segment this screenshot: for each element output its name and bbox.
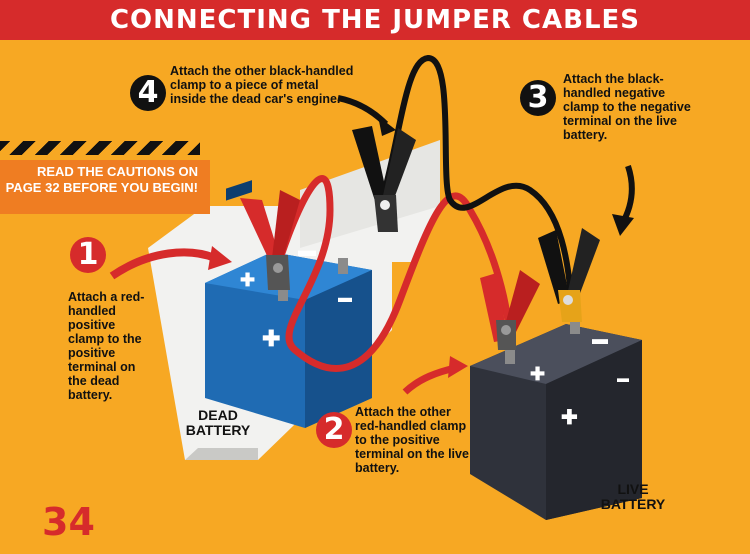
step-4-text: Attach the other black-handled clamp to … [170, 64, 354, 106]
engine-bay-panel-shade [185, 448, 258, 460]
page-title: CONNECTING THE JUMPER CABLES [109, 5, 641, 35]
red-clamp-live [480, 270, 540, 350]
live-battery-plus-icon: ✚ [530, 364, 545, 384]
dead-battery-negative-post [338, 258, 348, 274]
step-3-badge: 3 [520, 80, 556, 116]
dead-battery-side [305, 270, 372, 428]
step-2-text: Attach the other red-handled clamp to th… [355, 405, 469, 475]
step-1-badge: 1 [70, 237, 106, 273]
title-banner: CONNECTING THE JUMPER CABLES [0, 0, 750, 40]
live-battery-front-plus-icon: ✚ [561, 407, 578, 429]
live-battery-negative-post [570, 320, 580, 334]
live-battery-label: LIVE BATTERY [600, 481, 666, 512]
live-battery-top [470, 324, 642, 384]
black-clamp-engine [352, 126, 416, 232]
caution-stripes [0, 141, 200, 155]
dead-battery-plus-terminal-block [226, 180, 252, 201]
live-battery-front-minus-icon: ▬ [617, 371, 629, 385]
black-clamp-live [538, 228, 600, 322]
red-cable [268, 175, 514, 372]
dead-battery-label: DEAD BATTERY [185, 407, 251, 438]
red-clamp-dead [240, 190, 300, 290]
dead-battery-plus-icon: ✚ [240, 270, 255, 290]
live-battery-side [546, 340, 642, 520]
caution-box: READ THE CAUTIONS ON PAGE 32 BEFORE YOU … [0, 160, 210, 214]
dead-battery-front-plus-icon: ✚ [262, 326, 280, 351]
arrow-step-1 [109, 246, 232, 280]
live-battery-minus-icon: ▬ [592, 331, 608, 348]
dead-battery-front-minus-icon: ▬ [338, 289, 352, 305]
step-2-badge: 2 [316, 412, 352, 448]
step-1-text: Attach a red-handled positive clamp to t… [68, 290, 145, 402]
arrow-step-4 [337, 95, 396, 136]
dead-battery-minus-icon: ▬ [298, 240, 316, 260]
arrow-step-2 [402, 356, 468, 395]
arrow-step-3 [612, 165, 635, 236]
caution-text: READ THE CAUTIONS ON PAGE 32 BEFORE YOU … [5, 164, 198, 195]
step-4-badge: 4 [130, 75, 166, 111]
live-battery-positive-post [505, 346, 515, 364]
black-cable [379, 54, 575, 321]
page-number: 34 [42, 500, 95, 544]
dead-battery-positive-post [278, 283, 288, 301]
step-3-text: Attach the black-handled negative clamp … [563, 72, 691, 142]
